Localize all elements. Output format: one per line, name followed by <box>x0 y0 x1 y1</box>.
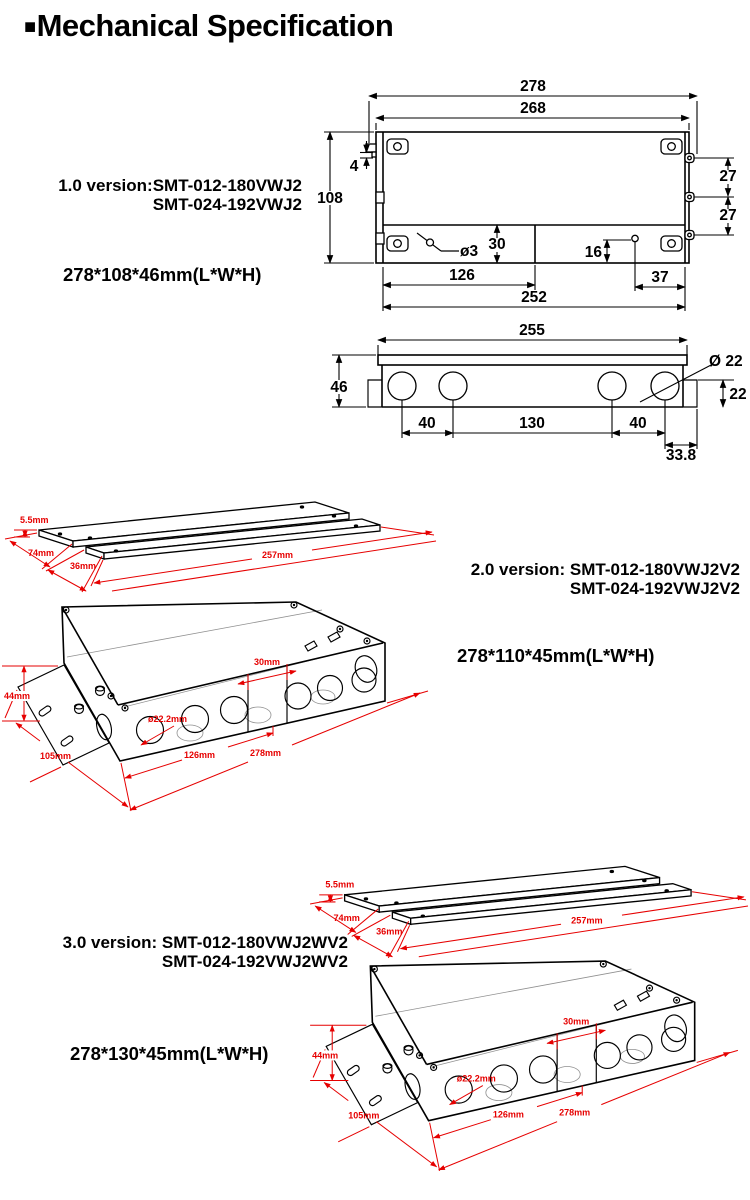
v1-model-2: SMT-024-192VWJ2 <box>152 195 302 214</box>
dimension-lines <box>324 92 734 311</box>
red-labels: 5.5mm 74mm 36mm 257mm <box>20 515 293 571</box>
cover-width-label: 74mm <box>333 913 359 923</box>
box-span-label: 126mm <box>493 1110 524 1120</box>
cover-length-label: 257mm <box>571 915 602 925</box>
v1-model-1: SMT-012-180VWJ2 <box>152 176 302 195</box>
dim-knock-37: 37 <box>651 269 668 286</box>
box-span-label: 126mm <box>184 750 215 760</box>
box-height-label: 44mm <box>4 691 30 701</box>
dim-end-33-8: 33.8 <box>666 447 697 464</box>
v3-version-text: 3.0 version: SMT-012-180VWJ2WV2 SMT-024-… <box>8 933 348 971</box>
cover-thickness-label: 5.5mm <box>325 880 354 890</box>
red-dimensions <box>310 1023 739 1171</box>
cover-width-label: 74mm <box>28 548 54 558</box>
v1-version-text: 1.0 version:SMT-012-180VWJ2 SMT-024-192V… <box>10 176 302 214</box>
dim-width-108: 108 <box>317 190 343 207</box>
dim-pitch-27b: 27 <box>719 207 736 224</box>
dim-band-30: 30 <box>488 236 505 253</box>
knockout-holes <box>387 371 680 449</box>
v2-model-2: SMT-024-192VWJ2V2 <box>569 579 740 598</box>
v2-model-1: SMT-012-180VWJ2V2 <box>569 560 740 579</box>
dim-end-22: 22 <box>729 386 746 403</box>
dim-length-255: 255 <box>519 322 545 339</box>
box-hole-dia-label: ø22.2mm <box>457 1074 496 1084</box>
box-length-label: 278mm <box>250 748 281 758</box>
chassis-outline <box>375 131 690 264</box>
box-panel-label: 30mm <box>563 1016 589 1026</box>
dim-cover-268: 268 <box>520 100 546 117</box>
v3-size-text: 278*130*45mm(L*W*H) <box>70 1043 269 1064</box>
box-holes <box>95 655 378 745</box>
v3-model-1: SMT-012-180VWJ2WV2 <box>161 933 348 952</box>
dim-pitch-27a: 27 <box>719 168 736 185</box>
dim-p1-40: 40 <box>418 415 435 432</box>
v3-box-drawing: 44mm 105mm ø22.2mm 126mm 278mm 30mm <box>310 960 739 1171</box>
cover-step-label: 36mm <box>70 561 96 571</box>
ground-hole-symbol <box>416 232 459 252</box>
red-labels: 44mm 105mm ø22.2mm 126mm 278mm 30mm <box>310 1016 590 1121</box>
left-ear-and-notches <box>365 143 385 245</box>
v1-side-view-drawing: 255 46 Ø 22 22 40 130 40 33.8 <box>325 322 747 464</box>
box-width-label: 105mm <box>348 1111 379 1121</box>
red-labels: 5.5mm 74mm 36mm 257mm <box>325 880 602 937</box>
red-dimensions <box>4 526 437 593</box>
side-body <box>367 354 698 408</box>
page-title-text: Mechanical Specification <box>36 8 394 43</box>
dim-ground-dia: ø3 <box>460 243 478 260</box>
v2-box-drawing: 44mm 105mm ø22.2mm 126mm 278mm 30mm <box>2 601 429 812</box>
rim-screws <box>62 601 371 712</box>
dimension-labels: 278 268 108 4 27 27 ø3 30 126 16 37 252 <box>315 78 741 306</box>
v3-cover-drawing: 5.5mm 74mm 36mm 257mm <box>309 865 749 959</box>
dimension-lines <box>332 336 734 449</box>
dim-p3-40: 40 <box>629 415 646 432</box>
v1-version-label: 1.0 version: <box>58 176 153 195</box>
dim-overall-278: 278 <box>520 78 546 95</box>
mounting-bracket <box>325 1023 419 1126</box>
red-labels: 44mm 105mm ø22.2mm 126mm 278mm 30mm <box>2 657 281 761</box>
cover-thickness-label: 5.5mm <box>20 515 49 525</box>
v2-version-text: 2.0 version: SMT-012-180VWJ2V2 SMT-024-1… <box>410 560 740 598</box>
box-height-label: 44mm <box>312 1050 338 1060</box>
dim-knock-16: 16 <box>585 244 603 261</box>
mounting-bracket <box>17 664 110 766</box>
corner-mounting-tabs <box>386 138 683 252</box>
v2-version-label: 2.0 version: <box>470 560 570 579</box>
dim-gnd-126: 126 <box>449 267 475 284</box>
dimension-labels: 255 46 Ø 22 22 40 130 40 33.8 <box>325 322 747 464</box>
cover-plates <box>38 501 381 560</box>
rim-screws <box>370 960 681 1072</box>
v3-model-2: SMT-024-192VWJ2WV2 <box>161 952 348 971</box>
box-length-label: 278mm <box>559 1108 590 1118</box>
red-dimensions <box>2 664 429 812</box>
box-panel-label: 30mm <box>254 657 280 667</box>
box-hole-dia-label: ø22.2mm <box>148 714 187 724</box>
cover-step-label: 36mm <box>376 926 402 936</box>
v3-version-label: 3.0 version: <box>62 933 162 952</box>
v1-top-view-drawing: 278 268 108 4 27 27 ø3 30 126 16 37 252 <box>315 78 741 311</box>
box-width-label: 105mm <box>40 751 71 761</box>
dim-hole-dia-22: Ø 22 <box>709 353 743 370</box>
v2-cover-drawing: 5.5mm 74mm 36mm 257mm <box>4 501 437 593</box>
cover-plates <box>343 865 692 926</box>
red-dimensions <box>309 891 749 959</box>
dim-p2-130: 130 <box>519 415 545 432</box>
square-bullet-icon: ■ <box>24 16 36 38</box>
box-holes <box>404 1014 688 1104</box>
page-title: ■Mechanical Specification <box>24 8 394 44</box>
dim-body-252: 252 <box>521 289 547 306</box>
v2-size-text: 278*110*45mm(L*W*H) <box>457 645 655 666</box>
cover-length-label: 257mm <box>262 550 293 560</box>
dim-ear-4: 4 <box>350 158 359 175</box>
v1-size-text: 278*108*46mm(L*W*H) <box>63 264 262 285</box>
dim-height-46: 46 <box>330 379 348 396</box>
